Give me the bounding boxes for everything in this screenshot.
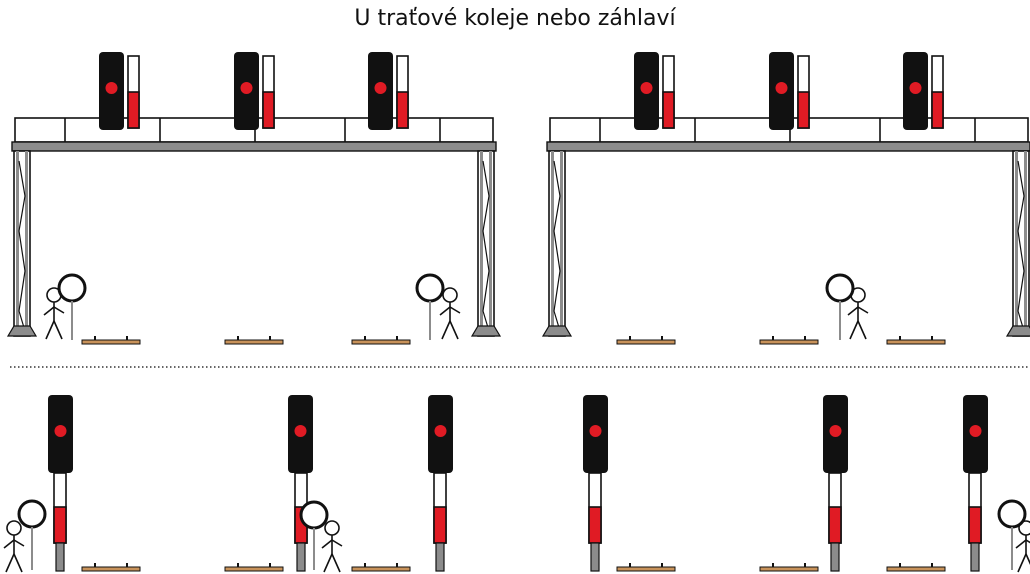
round-sign-icon xyxy=(415,273,445,340)
signal-head-icon xyxy=(903,52,928,130)
stick-figure-icon xyxy=(1015,520,1030,573)
gantry-left xyxy=(7,52,501,345)
page-title: U traťové koleje nebo záhlaví xyxy=(354,6,676,31)
round-sign-icon xyxy=(825,273,855,340)
sleeper-icon xyxy=(224,562,284,572)
gantry-leg-left xyxy=(7,150,37,337)
sleeper-icon xyxy=(616,562,676,572)
signal-head-icon xyxy=(368,52,393,130)
gantry-right xyxy=(542,52,1030,345)
signal-head-icon xyxy=(583,395,608,473)
sleeper-icon xyxy=(616,335,676,345)
gantry-beam xyxy=(546,141,1030,152)
stick-figure-icon xyxy=(321,520,343,573)
sleeper-icon xyxy=(351,562,411,572)
sleeper-icon xyxy=(224,335,284,345)
signal-head-icon xyxy=(963,395,988,473)
indicator-bar xyxy=(931,55,944,129)
round-sign-icon xyxy=(57,273,87,340)
signal-head-icon xyxy=(634,52,659,130)
indicator-bar xyxy=(127,55,140,129)
signal-head-icon xyxy=(428,395,453,473)
signal-head-icon xyxy=(823,395,848,473)
mast-icon xyxy=(53,472,67,572)
mast-icon xyxy=(828,472,842,572)
indicator-bar xyxy=(262,55,275,129)
gantry-leg-left xyxy=(542,150,572,337)
gantry-beam xyxy=(11,141,497,152)
round-sign-icon xyxy=(17,499,47,570)
indicator-bar xyxy=(396,55,409,129)
sleeper-icon xyxy=(886,335,946,345)
stick-figure-icon xyxy=(3,520,25,573)
indicator-bar xyxy=(662,55,675,129)
sleeper-icon xyxy=(81,562,141,572)
sleeper-icon xyxy=(886,562,946,572)
stick-figure-icon xyxy=(439,287,461,340)
signal-head-icon xyxy=(234,52,259,130)
signal-head-icon xyxy=(288,395,313,473)
mast-icon xyxy=(588,472,602,572)
mast-icon xyxy=(968,472,982,572)
gantry-leg-right xyxy=(1006,150,1030,337)
round-sign-icon xyxy=(299,500,329,570)
indicator-bar xyxy=(797,55,810,129)
sleeper-icon xyxy=(81,335,141,345)
sleeper-icon xyxy=(351,335,411,345)
round-sign-icon xyxy=(997,499,1027,570)
ground-signals xyxy=(3,395,1030,573)
gantry-leg-right xyxy=(471,150,501,337)
signal-head-icon xyxy=(48,395,73,473)
signal-head-icon xyxy=(99,52,124,130)
sleeper-icon xyxy=(759,335,819,345)
signal-head-icon xyxy=(769,52,794,130)
mast-icon xyxy=(433,472,447,572)
sleeper-icon xyxy=(759,562,819,572)
